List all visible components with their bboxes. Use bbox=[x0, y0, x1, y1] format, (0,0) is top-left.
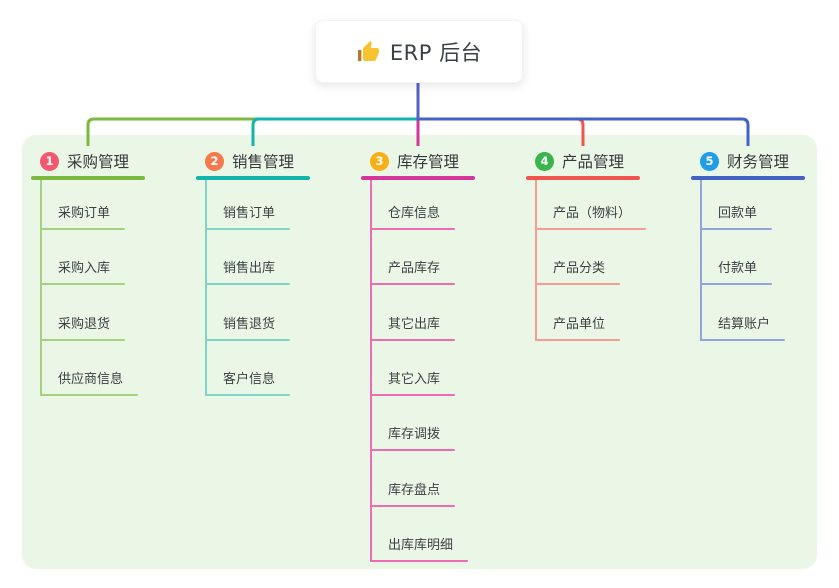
child-node-underline bbox=[40, 339, 125, 341]
priority-badge-5: 5 bbox=[700, 151, 719, 171]
child-node-underline bbox=[700, 283, 772, 285]
priority-badge-4: 4 bbox=[535, 151, 554, 171]
child-node[interactable]: 库存调拨 bbox=[388, 427, 441, 442]
child-node[interactable]: 仓库信息 bbox=[388, 206, 441, 221]
child-node-underline bbox=[40, 283, 125, 285]
child-node-underline bbox=[370, 228, 455, 230]
branch-node-2[interactable]: 2 销售管理 bbox=[205, 150, 294, 172]
root-node-erp[interactable]: ERP 后台 bbox=[315, 20, 523, 83]
child-node-underline bbox=[535, 339, 620, 341]
child-node[interactable]: 付款单 bbox=[718, 261, 758, 276]
branch-head-underline bbox=[31, 176, 145, 180]
branch-label: 产品管理 bbox=[562, 153, 625, 171]
child-node[interactable]: 采购订单 bbox=[58, 206, 111, 221]
branch-label: 库存管理 bbox=[397, 153, 460, 171]
branch-spine bbox=[205, 180, 207, 396]
branch-head-underline bbox=[691, 176, 805, 180]
branch-head-underline bbox=[361, 176, 475, 180]
child-node[interactable]: 结算账户 bbox=[718, 317, 771, 332]
child-node-underline bbox=[40, 394, 138, 396]
child-node[interactable]: 其它出库 bbox=[388, 317, 441, 332]
child-node[interactable]: 其它入库 bbox=[388, 372, 441, 387]
child-node[interactable]: 供应商信息 bbox=[58, 372, 124, 387]
branch-label: 采购管理 bbox=[67, 153, 130, 171]
child-node[interactable]: 出库库明细 bbox=[388, 538, 454, 553]
priority-badge-2: 2 bbox=[205, 151, 224, 171]
child-node-underline bbox=[700, 339, 785, 341]
branch-spine bbox=[40, 180, 42, 396]
priority-badge-3: 3 bbox=[370, 151, 389, 171]
child-node-underline bbox=[700, 228, 772, 230]
child-node[interactable]: 产品库存 bbox=[388, 261, 441, 276]
thumbs-up-icon bbox=[357, 40, 379, 61]
child-node[interactable]: 回款单 bbox=[718, 206, 758, 221]
child-node-underline bbox=[370, 339, 455, 341]
branch-node-4[interactable]: 4 产品管理 bbox=[535, 150, 624, 172]
child-node-underline bbox=[370, 394, 455, 396]
child-node-underline bbox=[370, 560, 468, 562]
branch-spine bbox=[535, 180, 537, 341]
branch-label: 销售管理 bbox=[232, 153, 295, 171]
child-node-underline bbox=[370, 505, 455, 507]
child-node[interactable]: 产品分类 bbox=[553, 261, 606, 276]
branch-node-5[interactable]: 5 财务管理 bbox=[700, 150, 789, 172]
child-node-underline bbox=[535, 283, 620, 285]
child-node[interactable]: 销售订单 bbox=[223, 206, 276, 221]
child-node[interactable]: 采购入库 bbox=[58, 261, 111, 276]
child-node[interactable]: 销售退货 bbox=[223, 317, 276, 332]
branch-node-1[interactable]: 1 采购管理 bbox=[40, 150, 129, 172]
child-node[interactable]: 库存盘点 bbox=[388, 483, 441, 498]
priority-badge-1: 1 bbox=[40, 151, 59, 171]
branch-head-underline bbox=[196, 176, 310, 180]
child-node-underline bbox=[205, 228, 290, 230]
child-node-underline bbox=[205, 339, 290, 341]
child-node-underline bbox=[205, 394, 290, 396]
child-node[interactable]: 采购退货 bbox=[58, 317, 111, 332]
root-node-label: ERP 后台 bbox=[389, 40, 483, 65]
branch-head-underline bbox=[526, 176, 640, 180]
child-node[interactable]: 客户信息 bbox=[223, 372, 276, 387]
child-node[interactable]: 产品单位 bbox=[553, 317, 606, 332]
mindmap-background-panel bbox=[22, 135, 817, 569]
branch-node-3[interactable]: 3 库存管理 bbox=[370, 150, 459, 172]
child-node-underline bbox=[370, 283, 455, 285]
child-node-underline bbox=[40, 228, 125, 230]
branch-spine bbox=[700, 180, 702, 341]
child-node-underline bbox=[370, 449, 455, 451]
child-node[interactable]: 销售出库 bbox=[223, 261, 276, 276]
child-node[interactable]: 产品（物料） bbox=[553, 206, 632, 221]
branch-spine bbox=[370, 180, 372, 562]
branch-label: 财务管理 bbox=[727, 153, 790, 171]
child-node-underline bbox=[535, 228, 646, 230]
child-node-underline bbox=[205, 283, 290, 285]
